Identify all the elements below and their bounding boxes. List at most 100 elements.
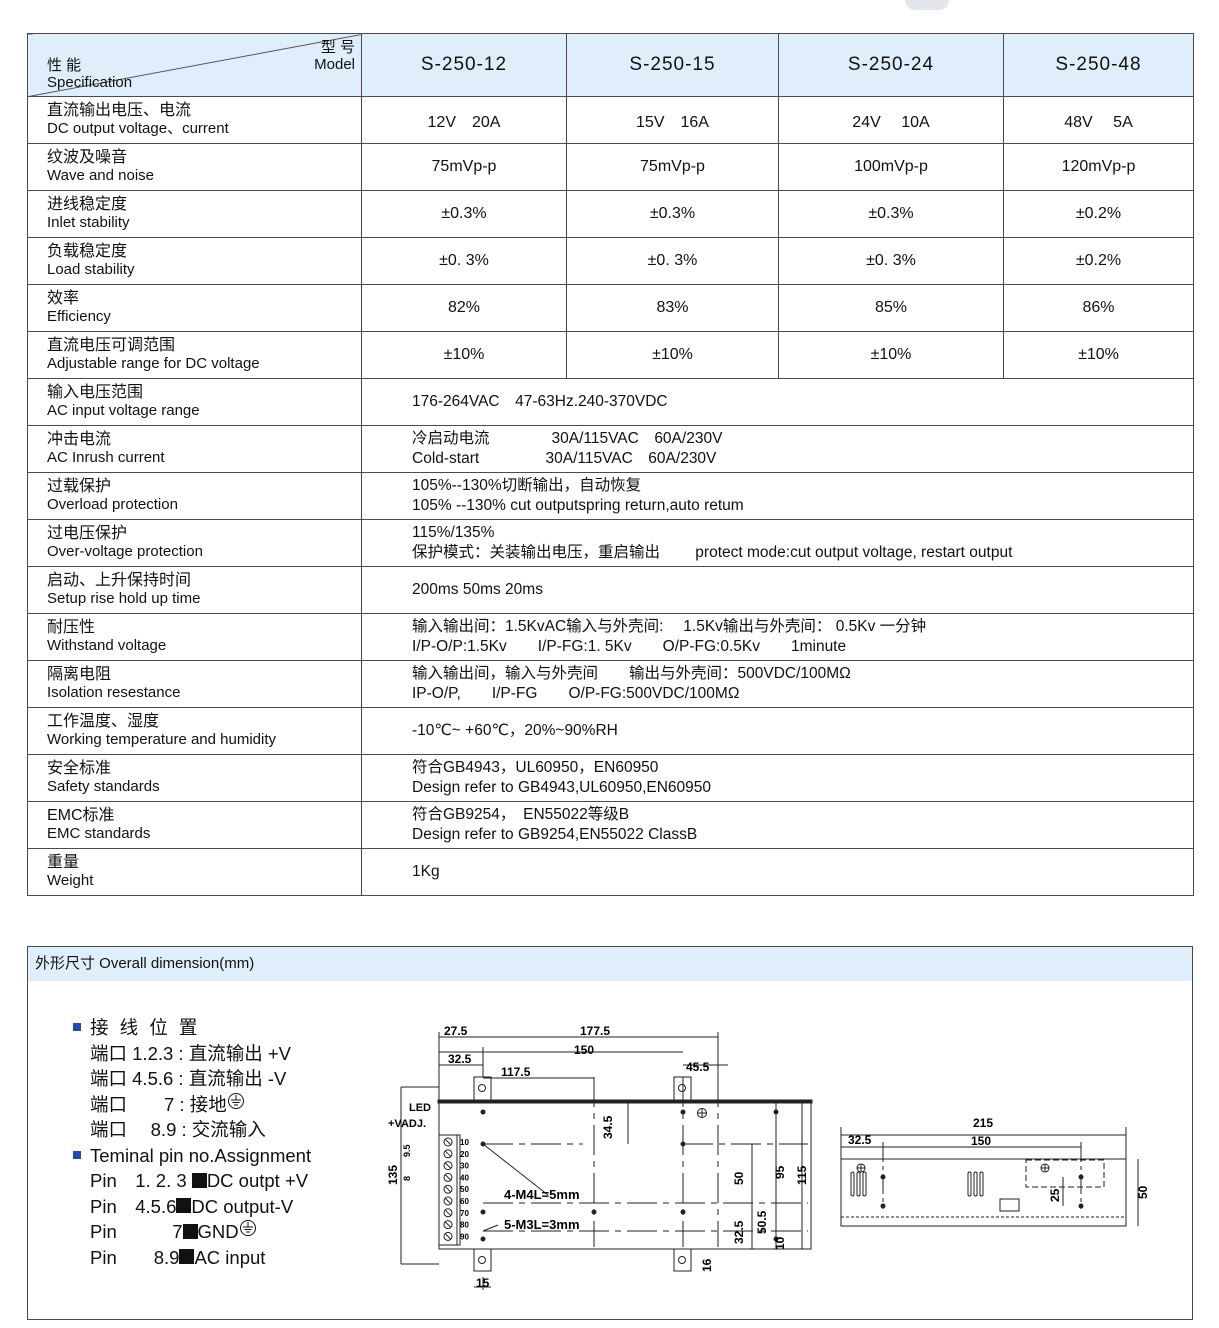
model-header: S-250-15 (566, 33, 779, 97)
row-label-cn: 工作温度、湿度 (47, 713, 160, 730)
pin-en-pin: Pin 7 (90, 1221, 183, 1242)
row-label-en: Over-voltage protection (47, 543, 203, 560)
row-label-en: AC Inrush current (47, 449, 165, 466)
row-value-line: 176-264VAC 47-63Hz.240-370VDC (412, 393, 668, 410)
pin-marker (179, 1249, 195, 1265)
row-label-cn: 过载保护 (47, 478, 112, 495)
row-value-wide: -10℃~ +60℃，20%~90%RH (361, 707, 1194, 755)
mount-tab (673, 1248, 692, 1272)
model-header: S-250-12 (361, 33, 567, 97)
pin-en-pin: Pin 8.9 (90, 1246, 180, 1268)
terminal-number: 10 (460, 1138, 469, 1147)
ground-icon (227, 1092, 244, 1109)
row-value: ±0.3% (566, 190, 779, 238)
row-value-line: 200ms 50ms 20ms (412, 581, 543, 598)
row-value: ±0. 3% (566, 237, 779, 285)
terminal-screw (443, 1196, 453, 1206)
row-label-en: Efficiency (47, 308, 111, 325)
row-label-cn: 启动、上升保持时间 (47, 572, 192, 589)
row-value-wide: 115%/135%保护模式：关装输出电压，重启输出 protect mode:c… (361, 519, 1194, 567)
pin-cn-line: 端口 1.2.3 : 直流输出 +V (90, 1042, 291, 1064)
corner-spec-en: Specification (47, 74, 133, 91)
pin-marker (182, 1223, 198, 1239)
dim-15: 15 (476, 1276, 490, 1290)
pin-en-pin: Pin 1. 2. 3 (90, 1170, 187, 1191)
side-dashed-box (1025, 1159, 1105, 1188)
terminal-screw (443, 1220, 453, 1230)
terminal-screw (443, 1172, 453, 1182)
model-header: S-250-24 (778, 33, 1004, 97)
row-value: 100mVp-p (778, 143, 1004, 191)
pin-cn-line: 端口 7 : 接地 (90, 1093, 227, 1115)
product-image-edge (905, 0, 949, 10)
row-label-cn: 安全标准 (47, 760, 112, 777)
terminal-screw-slot (444, 1209, 452, 1217)
terminal-screw-slot (444, 1174, 452, 1181)
model-header: S-250-48 (1003, 33, 1194, 97)
pin-en-desc: AC input (194, 1246, 266, 1268)
dim-32-5b: 32.5 (732, 1220, 746, 1244)
side-body (840, 1158, 1127, 1227)
terminal-number: 90 (460, 1232, 469, 1241)
row-value: 86% (1003, 284, 1194, 332)
row-label-cn: 耐压性 (47, 619, 96, 636)
row-value: 75mVp-p (566, 143, 779, 191)
terminal-screw-slot (444, 1221, 452, 1228)
row-value: 15V 16A (566, 96, 779, 144)
row-value: ±10% (361, 331, 567, 379)
row-value-wide: 200ms 50ms 20ms (361, 566, 1194, 614)
terminal-screw (443, 1149, 453, 1159)
row-value-wide: 输入输出间：1.5KvAC输入与外壳间: 1.5Kv输出与外壳间： 0.5Kv … (361, 613, 1194, 661)
m4-label: 4-M4L=5mm (504, 1187, 580, 1202)
row-value-line: -10℃~ +60℃，20%~90%RH (412, 722, 618, 739)
pin-en-desc: DC output-V (191, 1195, 294, 1217)
dimension-panel: 外形尺寸 Overall dimension(mm) 接 线 位 置 端口 1.… (27, 946, 1193, 1320)
side-dim-25: 25 (1048, 1188, 1062, 1202)
row-value-line: 105% --130% cut outputspring return,auto… (412, 497, 744, 514)
row-value: 85% (778, 284, 1004, 332)
dim-16: 16 (700, 1258, 714, 1272)
row-value-line: I/P-O/P:1.5Kv I/P-FG:1. 5Kv O/P-FG:0.5Kv… (412, 638, 847, 655)
dim-115: 115 (795, 1165, 809, 1185)
pin-marker (191, 1172, 207, 1188)
bullet-icon (73, 1023, 81, 1032)
side-dim-32-5: 32.5 (848, 1133, 872, 1147)
row-value-line: 输入输出间，输入与外壳间 输出与外壳间：500VDC/100MΩ (412, 665, 851, 682)
terminal-number: 60 (460, 1197, 469, 1206)
vadj-label: +VADJ. (388, 1118, 426, 1130)
row-value-line: 符合GB4943，UL60950，EN60950 (412, 759, 659, 776)
row-label-cn: 冲击电流 (47, 431, 112, 448)
row-label-en: Inlet stability (47, 214, 130, 231)
row-value: ±10% (1003, 331, 1194, 379)
dim-34-5: 34.5 (601, 1115, 615, 1139)
pin-en-pin: Pin 4.5.6 (90, 1195, 177, 1217)
dim-117-5: 117.5 (501, 1065, 531, 1079)
row-label-en: DC output voltage、current (47, 120, 229, 137)
dim-177-5: 177.5 (580, 1024, 610, 1038)
pin-en-desc: GND (197, 1221, 239, 1242)
row-label-cn: 过电压保护 (47, 525, 128, 542)
row-value: 48V 5A (1003, 96, 1194, 144)
row-value-line: Design refer to GB4943,UL60950,EN60950 (412, 779, 712, 796)
dim-10: 10 (773, 1236, 787, 1250)
led-label: LED (409, 1102, 431, 1114)
